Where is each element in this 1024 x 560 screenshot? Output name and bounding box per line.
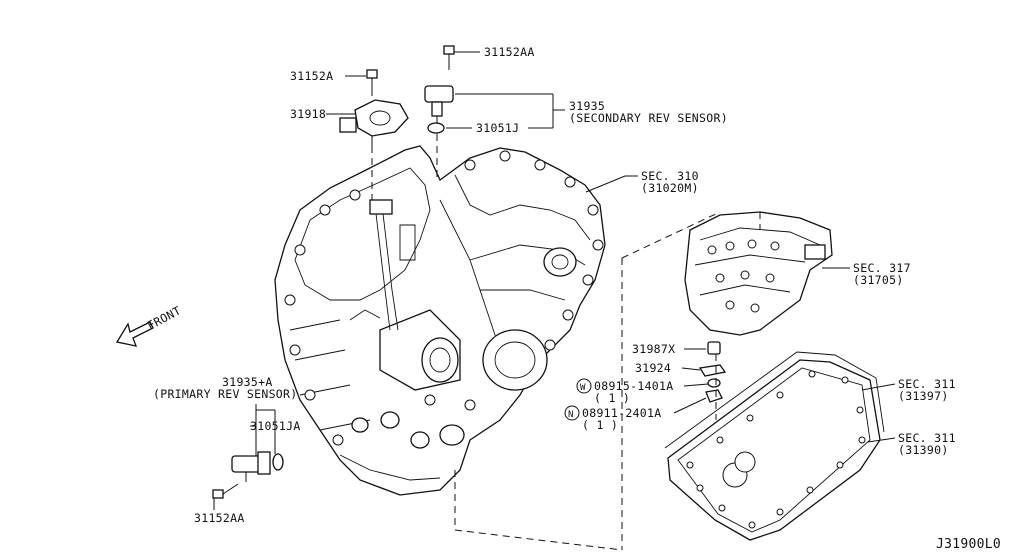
label-sec311-a: SEC. 311	[898, 377, 956, 391]
diagram-code: J31900L0	[936, 537, 1001, 552]
bolt-31152aa-bottom	[212, 483, 239, 499]
label-31152aa-top: 31152AA	[484, 45, 535, 59]
label-31935a-note: (PRIMARY REV SENSOR)	[153, 387, 297, 401]
label-31152a: 31152A	[290, 69, 333, 83]
label-31935-note: (SECONDARY REV SENSOR)	[569, 111, 728, 125]
label-31051ja: 31051JA	[250, 419, 301, 433]
label-sec317-sub: (31705)	[853, 273, 904, 287]
label-sec317: SEC. 317	[853, 261, 911, 275]
clip-31924	[698, 364, 727, 377]
transmission-case	[274, 145, 606, 496]
label-sec311-b: SEC. 311	[898, 431, 956, 445]
label-31051j: 31051J	[476, 121, 519, 135]
label-08911-qty: ( 1 )	[582, 418, 618, 432]
o-ring-31051j	[427, 122, 445, 134]
label-31924: 31924	[635, 361, 671, 375]
label-08911: 08911-2401A	[582, 406, 661, 420]
w-marker-icon	[576, 378, 592, 394]
bolt-31152aa-top	[443, 45, 455, 70]
sensor-31935a	[231, 451, 271, 482]
label-w-marker: W	[580, 383, 586, 393]
label-31935a: 31935+A	[222, 375, 273, 389]
assembly-dashed-lines	[371, 134, 761, 551]
label-08915-qty: ( 1 )	[594, 391, 630, 405]
bolt-31152a	[366, 69, 378, 96]
o-ring-31051ja	[272, 453, 284, 471]
label-sec310: SEC. 310	[641, 169, 699, 183]
label-31987x: 31987X	[632, 342, 675, 356]
label-31918: 31918	[290, 107, 326, 121]
label-31152aa-bottom: 31152AA	[194, 511, 245, 525]
label-sec311-a-sub: (31397)	[898, 389, 949, 403]
label-08915: 08915-1401A	[594, 379, 673, 393]
sensor-31918	[339, 99, 409, 146]
label-31935: 31935	[569, 99, 605, 113]
sensor-31935	[424, 85, 454, 124]
label-sec311-b-sub: (31390)	[898, 443, 949, 457]
washer-08915	[707, 378, 721, 388]
nut-08911	[705, 389, 723, 403]
front-direction-arrow-icon	[115, 321, 154, 347]
n-marker-icon	[564, 405, 580, 421]
leader-lines	[213, 51, 896, 510]
labels: 31152AA 31152A 31918 31935 (SECONDARY RE…	[145, 45, 1001, 552]
label-n-marker: N	[568, 410, 574, 420]
label-front: FRONT	[145, 303, 183, 332]
plug-31987x	[707, 341, 721, 355]
control-valve-body	[684, 211, 833, 336]
label-sec310-sub: (31020M)	[641, 181, 699, 195]
oil-pan	[664, 351, 885, 541]
